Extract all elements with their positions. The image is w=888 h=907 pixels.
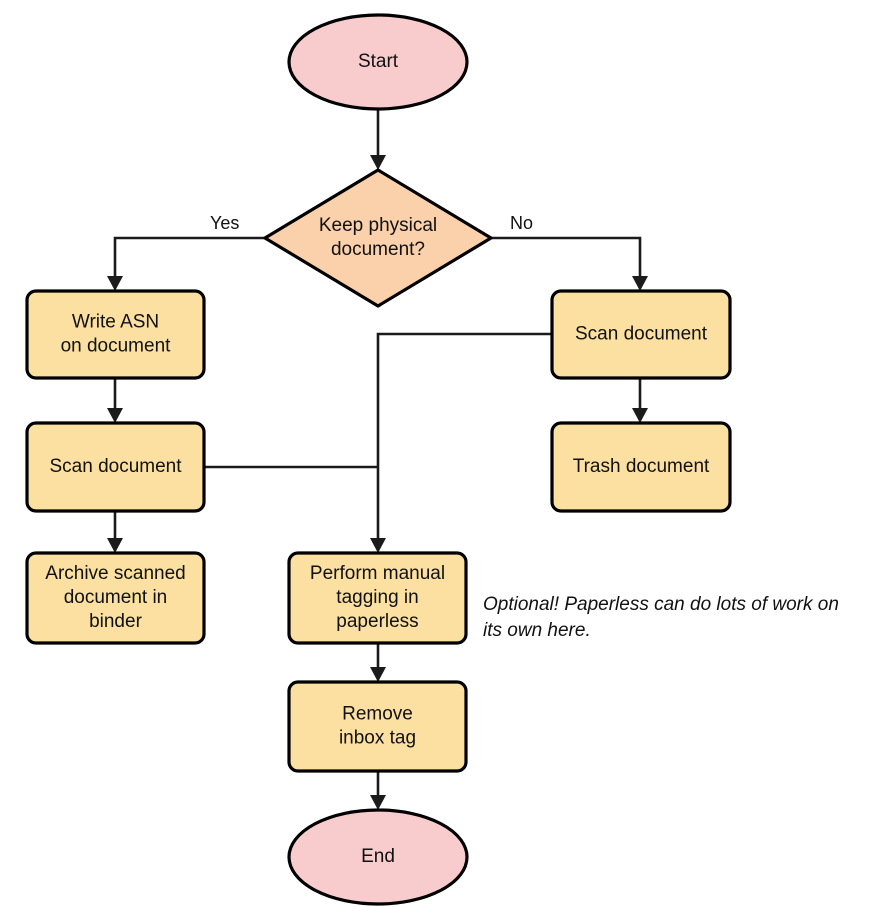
decision-shape [263,168,493,308]
edges-layer [107,109,648,810]
edge-tagging-to-remove [370,643,386,682]
node-label: Trash document [573,456,710,477]
arrowhead-icon [107,276,123,291]
edge-remove-to-end [370,771,386,810]
terminator-shape [287,13,469,111]
process-shape [25,421,206,513]
process-shape [550,421,732,513]
edge-decision-no [491,236,648,291]
edge-label-no-label: No [510,213,533,233]
edge-labels-layer: Yes No [210,213,533,233]
arrowhead-icon [107,538,123,553]
arrowhead-icon [370,667,386,682]
arrowhead-icon [370,538,386,553]
arrowhead-icon [370,795,386,810]
node-scan-right[interactable]: Scan document [550,289,732,380]
notes-layer: Optional! Paperless can do lots of work … [483,594,839,641]
process-shape [550,289,732,380]
edge-write-asn-to-scan [107,378,123,423]
note-optional-note: Optional! Paperless can do lots of work … [483,594,839,641]
edge-scan-left-to-archive [107,511,123,553]
terminator-shape [287,808,469,906]
edge-scan-right-to-tagging [370,332,552,553]
node-end[interactable]: End [287,808,469,906]
process-shape [287,680,468,773]
edge-start-to-decision [370,109,386,170]
arrowhead-icon [632,276,648,291]
node-label: Start [358,51,399,72]
node-label: Scan document [49,456,182,477]
node-label: Scan document [575,324,708,345]
node-start[interactable]: Start [287,13,469,111]
edge-scan-right-to-trash [632,378,648,423]
node-label: End [361,846,395,867]
process-shape [25,551,206,645]
arrowhead-icon [107,408,123,423]
arrowhead-icon [370,155,386,170]
process-shape [25,289,206,380]
node-trash[interactable]: Trash document [550,421,732,513]
edge-decision-yes [107,236,265,291]
edge-label-yes-label: Yes [210,213,239,233]
arrowhead-icon [632,408,648,423]
node-scan-left[interactable]: Scan document [25,421,206,513]
process-shape [287,551,468,645]
